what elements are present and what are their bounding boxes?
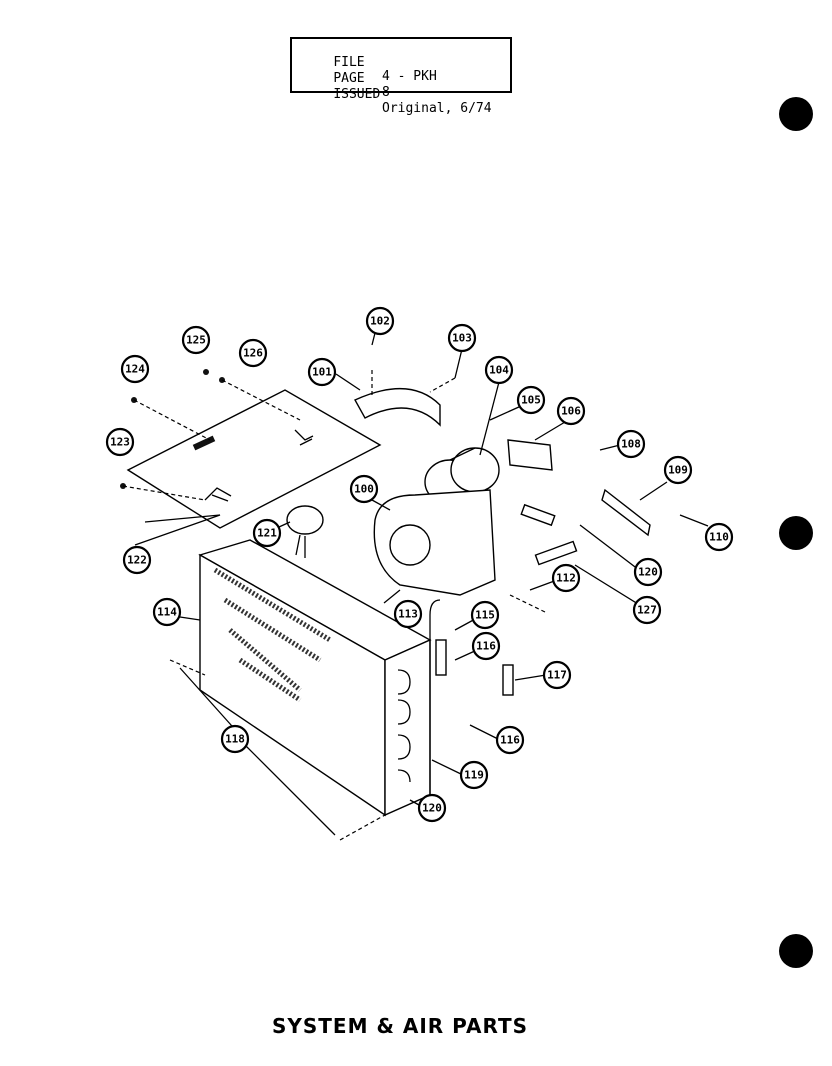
callout-119: 119 [459,760,489,790]
svg-text:125: 125 [186,334,206,347]
svg-text:114: 114 [157,606,177,619]
diagram-caption: SYSTEM & AIR PARTS [272,1014,528,1038]
terminal-120 [520,503,556,527]
svg-text:122: 122 [127,554,147,567]
callout-117: 117 [542,660,572,690]
callout-101: 101 [307,357,337,387]
coil-fins [213,567,332,703]
blower-housing [373,489,496,596]
svg-text:106: 106 [561,405,581,418]
fan-motor [286,505,324,535]
punch-hole-middle [779,516,813,550]
callout-115: 115 [470,600,500,630]
svg-text:120: 120 [422,802,442,815]
panel-clip [294,429,314,446]
punch-hole-top [779,97,813,131]
drier [435,639,447,676]
svg-text:116: 116 [500,734,520,747]
svg-text:102: 102 [370,315,390,328]
screw-125 [203,369,209,375]
callout-113: 113 [393,599,423,629]
svg-text:124: 124 [125,363,145,376]
file-row: FILE 4 - PKH [302,42,436,98]
svg-text:126: 126 [243,347,263,360]
leader-122 [134,514,221,546]
svg-text:117: 117 [547,669,567,682]
svg-text:104: 104 [489,364,509,377]
callout-116-upper: 116 [471,631,501,661]
callout-114: 114 [152,597,182,627]
callout-123: 123 [105,427,135,457]
issued-label: ISSUED [333,87,381,102]
svg-text:105: 105 [521,394,541,407]
issued-value: Original, 6/74 [382,101,492,116]
issued-row: ISSUED Original, 6/74 [302,74,491,130]
callout-109: 109 [663,455,693,485]
callout-124: 124 [120,354,150,384]
coil-screw-paths [169,594,546,841]
terminal-127 [534,540,578,566]
svg-text:116: 116 [476,640,496,653]
callout-102: 102 [365,306,395,336]
svg-text:120: 120 [638,566,658,579]
page-value: 8 [382,85,390,100]
callout-110: 110 [704,522,734,552]
svg-text:112: 112 [556,572,576,585]
callout-118: 118 [220,724,250,754]
cover-screw-paths [371,370,456,395]
callout-116-lower: 116 [495,725,525,755]
housing-cover [354,388,441,427]
file-info-box: FILE 4 - PKH PAGE 8 ISSUED Original, 6/7… [290,37,512,116]
motor-leads [295,534,306,558]
callout-103: 103 [447,323,477,353]
svg-text:119: 119 [464,769,484,782]
callout-112: 112 [551,563,581,593]
page-label: PAGE [333,71,365,86]
file-label: FILE [333,55,365,70]
callout-120-lower: 120 [417,793,447,823]
coil-side [384,638,431,817]
blower-wheel-back [450,447,500,493]
callout-122: 122 [122,545,152,575]
svg-text:100: 100 [354,483,374,496]
callout-108: 108 [616,429,646,459]
svg-text:113: 113 [398,608,418,621]
svg-text:109: 109 [668,464,688,477]
callout-121: 121 [252,518,282,548]
svg-text:115: 115 [475,609,495,622]
punch-hole-bottom [779,934,813,968]
housing-inlet [389,524,431,566]
leader-118 [179,667,336,836]
callout-125: 125 [181,325,211,355]
callout-104: 104 [484,355,514,385]
page-row: PAGE 8 [302,58,390,114]
callout-126: 126 [238,338,268,368]
capillary-tube [429,599,441,800]
svg-text:123: 123 [110,436,130,449]
callout-105: 105 [516,385,546,415]
screw-paths [122,379,301,501]
panel-clip-lower [204,487,232,502]
svg-text:118: 118 [225,733,245,746]
bracket-106 [507,439,553,471]
file-value: 4 - PKH [382,69,437,84]
svg-text:110: 110 [709,531,729,544]
svg-text:127: 127 [637,604,657,617]
callout-100: 100 [349,474,379,504]
svg-text:121: 121 [257,527,277,540]
callout-106: 106 [556,396,586,426]
svg-text:101: 101 [312,366,332,379]
top-panel [126,389,382,529]
rail-109 [601,488,651,537]
accumulator [502,664,514,696]
coil-return-bends [397,669,411,783]
svg-text:103: 103 [452,332,472,345]
svg-text:108: 108 [621,438,641,451]
callout-127: 127 [632,595,662,625]
callout-120-right: 120 [633,557,663,587]
